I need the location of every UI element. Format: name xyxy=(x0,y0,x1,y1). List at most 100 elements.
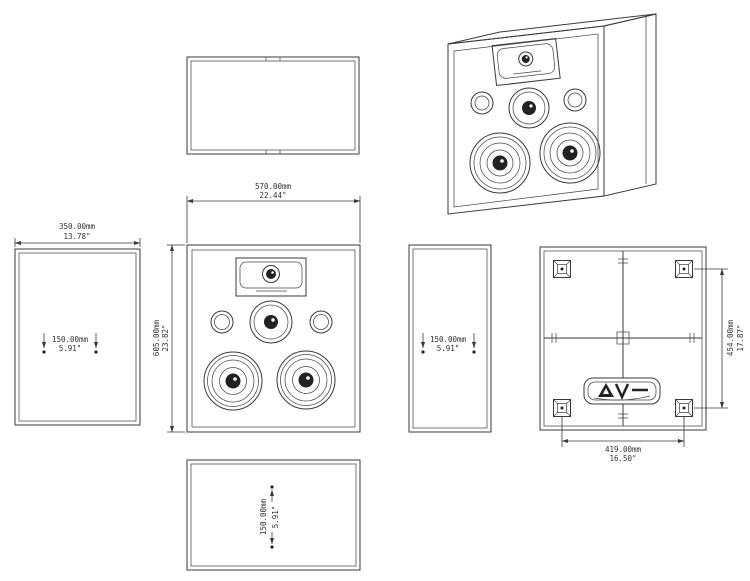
midrange-frame xyxy=(249,300,293,344)
tweeter-ring xyxy=(518,51,534,67)
bracket-inner xyxy=(679,403,689,413)
logo-letter-cutout xyxy=(603,388,609,394)
dimension-label-mm: 419.00mm xyxy=(605,445,642,454)
bracket-diagonal xyxy=(688,399,693,404)
midrange-driver xyxy=(249,300,293,344)
bracket-diagonal xyxy=(566,399,571,404)
woofer-highlight xyxy=(500,159,504,163)
rear-view-outline xyxy=(539,246,707,431)
bottom-view-inner-border xyxy=(190,463,357,567)
mount-point xyxy=(270,545,274,549)
top-view-outline xyxy=(186,56,360,155)
right-side-view: 150.00mm 5.91" xyxy=(408,244,492,433)
woofer-gasket xyxy=(280,354,332,406)
bracket-diagonal xyxy=(566,412,571,417)
logo-swoosh xyxy=(593,395,651,401)
woofer-highlight xyxy=(570,149,574,153)
midrange-dustcap xyxy=(522,101,536,115)
tweeter-dome xyxy=(266,269,276,279)
top-view xyxy=(186,56,360,155)
mount-point xyxy=(42,350,46,354)
port-right xyxy=(309,310,333,334)
woofer-dustcap xyxy=(225,373,241,389)
bracket-diagonal xyxy=(553,260,558,265)
dimension-label-inch: 16.50" xyxy=(609,454,636,463)
woofer-dustcap xyxy=(562,145,578,161)
brand-text-mark xyxy=(513,70,542,75)
port-inner xyxy=(474,95,490,111)
mount-bracket-top-right xyxy=(675,260,693,278)
mount-bracket-top-left xyxy=(553,260,571,278)
bracket-inner xyxy=(679,264,689,274)
center-junction xyxy=(616,331,630,345)
woofer-surround xyxy=(479,142,521,184)
mount-point xyxy=(472,350,476,354)
mount-bracket-bottom-left xyxy=(553,399,571,417)
dimension-label-inch: 5.91" xyxy=(59,344,82,353)
woofer-gasket xyxy=(473,136,527,190)
bottom-view-outline xyxy=(186,459,361,571)
bracket-diagonal xyxy=(553,273,558,278)
midrange-frame xyxy=(508,87,550,129)
rear-badge xyxy=(583,377,661,405)
front-width-dimension: 570.00mm 22.44" xyxy=(186,182,361,243)
port-left xyxy=(470,91,494,115)
dimension-label-mm: 570.00mm xyxy=(255,182,292,191)
top-view-inner-border xyxy=(190,60,356,151)
mount-bracket-bottom-right xyxy=(675,399,693,417)
woofer-dustcap xyxy=(298,372,314,388)
woofer-frame xyxy=(539,122,601,184)
dimension-label-mm: 350.00mm xyxy=(59,222,96,231)
dimension-label-inch: 17.87" xyxy=(736,324,745,351)
side-mount-dimension: 150.00mm 5.91" xyxy=(41,333,99,354)
bracket-inner xyxy=(557,264,567,274)
tweeter-plate-inner xyxy=(239,261,303,289)
woofer-frame xyxy=(203,351,263,411)
dimension-label-mm: 150.00mm xyxy=(259,498,268,535)
side-depth-dimension: 350.00mm 13.78" xyxy=(14,222,141,247)
tweeter-plate-inner xyxy=(496,43,556,79)
dimension-label-inch: 5.91" xyxy=(271,506,280,529)
midrange-highlight xyxy=(271,318,275,322)
woofer-right xyxy=(276,350,336,410)
perspective-view xyxy=(447,13,657,215)
bracket-diagonal xyxy=(675,260,680,265)
bracket-diagonal xyxy=(675,412,680,417)
tweeter-highlight xyxy=(271,271,274,274)
midrange-surround xyxy=(253,304,289,340)
port-ring xyxy=(309,310,333,334)
port-inner xyxy=(214,314,230,330)
side-view-outline xyxy=(14,248,141,426)
side-view-inner-border xyxy=(412,248,488,429)
rear-height-dimension: 454.00mm 17.87" xyxy=(694,268,745,409)
woofer-cone xyxy=(556,139,584,167)
port-ring xyxy=(210,310,234,334)
mount-point xyxy=(421,350,425,354)
bracket-center xyxy=(682,267,686,271)
tweeter-plate xyxy=(491,37,561,87)
rear-view: 454.00mm 17.87" 419.00mm 16.50" xyxy=(539,246,745,463)
rear-width-dimension: 419.00mm 16.50" xyxy=(561,417,685,463)
cabinet-front-face xyxy=(447,25,605,215)
cabinet-side-face xyxy=(603,13,657,197)
brand-logo xyxy=(593,383,651,401)
port-left xyxy=(210,310,234,334)
bracket-center xyxy=(682,406,686,410)
woofer-cone xyxy=(486,149,514,177)
port-inner xyxy=(313,314,329,330)
bracket-diagonal xyxy=(566,260,571,265)
bracket-diagonal xyxy=(675,399,680,404)
woofer-gasket xyxy=(207,355,259,407)
side-view-inner-border xyxy=(18,252,137,422)
left-side-view: 350.00mm 13.78" 150.00mm 5.91" xyxy=(14,222,141,426)
bottom-mount-dimension: 150.00mm 5.91" xyxy=(259,485,280,549)
port-ring xyxy=(470,91,494,115)
tweeter-plate xyxy=(235,257,307,297)
front-height-dimension: 605.00mm 23.82" xyxy=(152,244,185,433)
tweeter-highlight xyxy=(525,56,528,59)
bracket-center xyxy=(560,267,564,271)
woofer-frame xyxy=(469,132,531,194)
bracket-inner xyxy=(557,403,567,413)
right-side-mount-dimension: 150.00mm 5.91" xyxy=(420,333,477,354)
